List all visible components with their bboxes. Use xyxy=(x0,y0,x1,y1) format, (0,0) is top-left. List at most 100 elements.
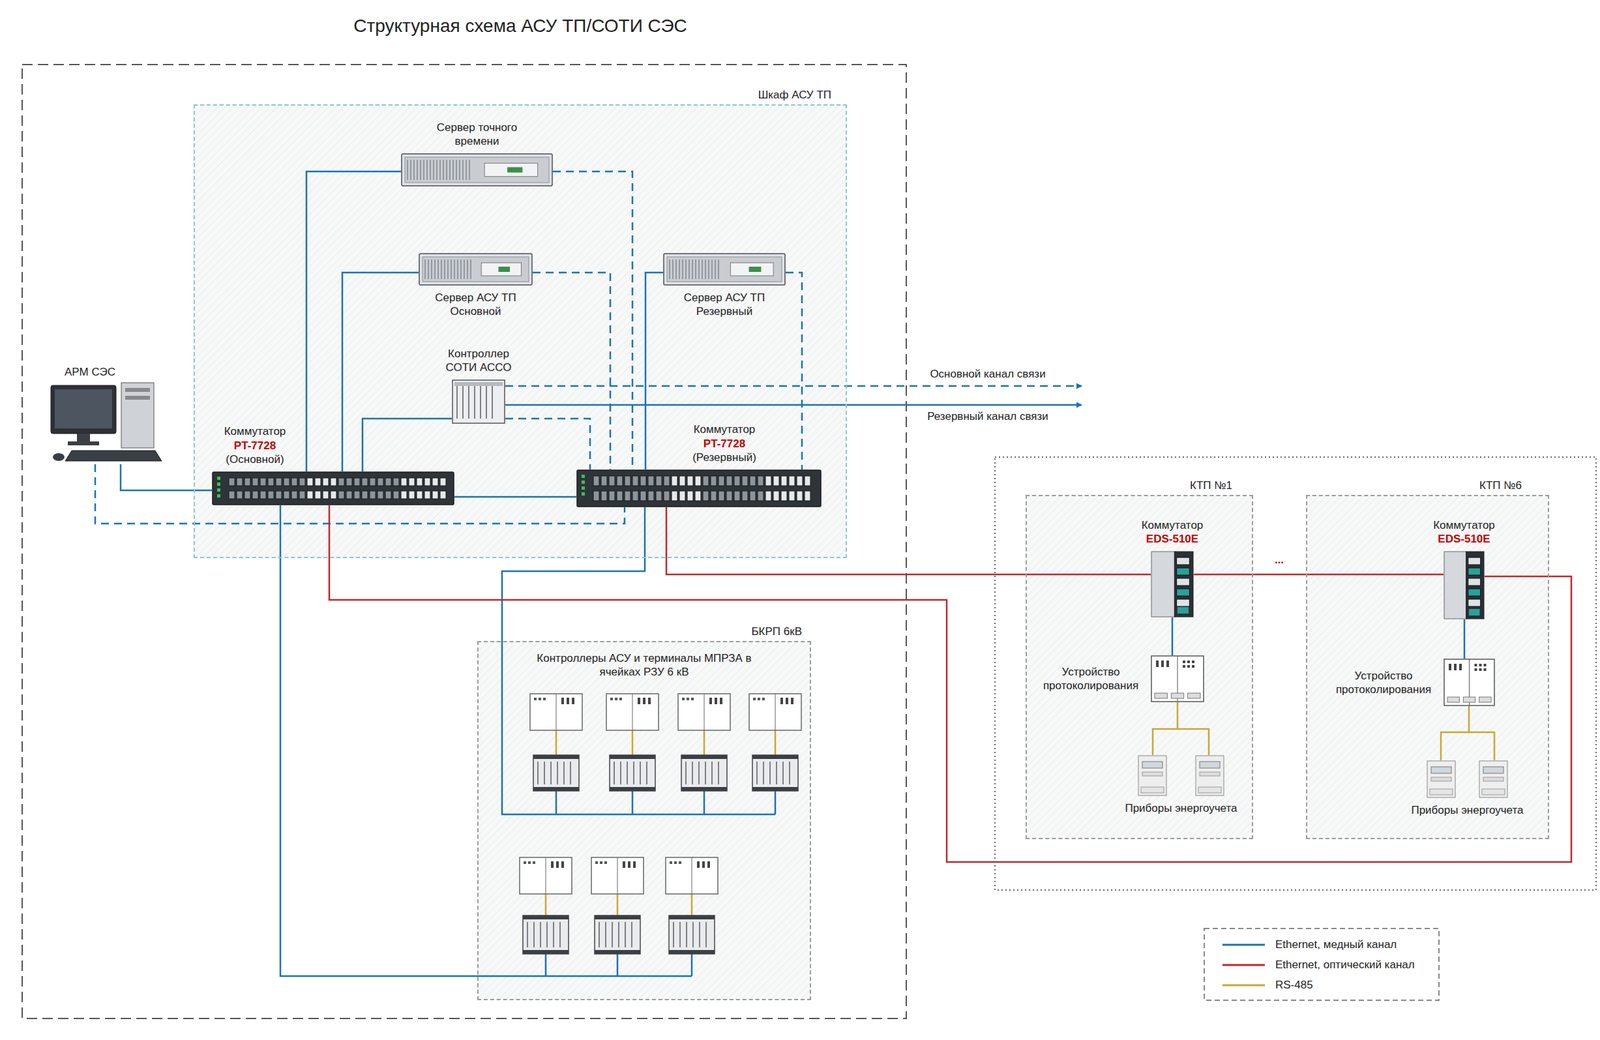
connector xyxy=(552,171,633,470)
terminal-led xyxy=(696,861,700,868)
controller-card xyxy=(631,921,633,948)
terminal-led xyxy=(790,697,794,705)
bkrp-ground xyxy=(477,640,812,1001)
rs485-branch xyxy=(1177,728,1209,756)
logger-device: Устройство протоколирования xyxy=(1150,655,1205,703)
terminal-divider xyxy=(632,693,634,731)
terminal-led xyxy=(561,697,564,705)
controller-card xyxy=(626,761,628,785)
switch-device: КоммутаторPT-7728(Резервный) xyxy=(576,469,822,508)
terminal-led xyxy=(714,697,718,705)
legend-frame xyxy=(1204,928,1439,1001)
text-group: Устройство протоколирования xyxy=(1038,665,1143,694)
controller-card xyxy=(526,921,529,948)
connector xyxy=(666,507,1151,575)
switch-drawing xyxy=(211,471,455,506)
controller-card xyxy=(762,761,765,785)
controller-card xyxy=(698,761,700,785)
terminal-divider xyxy=(556,693,557,731)
node-text: Коммутатор xyxy=(1129,518,1215,533)
controller-symbol xyxy=(681,755,727,791)
controller-card xyxy=(550,761,552,785)
ethernet-link xyxy=(616,953,619,977)
text-group: Контроллер СОТИ АССО xyxy=(439,346,518,375)
node-text: Приборы энергоучета xyxy=(1116,801,1247,815)
controller-device: Контроллер СОТИ АССО xyxy=(451,379,506,424)
ctrl-drawing xyxy=(451,379,506,424)
controller-card xyxy=(685,921,688,948)
logger-drawing xyxy=(1150,655,1205,703)
terminal-led xyxy=(610,697,613,701)
controller-rail xyxy=(681,755,727,759)
bkrp-chain-top xyxy=(502,640,776,815)
switch-device: КоммутаторEDS-510E xyxy=(1150,550,1194,618)
legend-text: RS-485 xyxy=(1273,977,1316,992)
terminal-led xyxy=(753,697,756,701)
node-text: EDS-510E xyxy=(1129,532,1215,546)
terminal-led xyxy=(780,697,784,705)
controller-card xyxy=(756,761,758,785)
node-text: Шкаф АСУ ТП xyxy=(758,88,832,102)
node-text: Приборы энергоучета xyxy=(1402,803,1533,817)
controller-card xyxy=(788,761,791,785)
terminal-divider xyxy=(617,857,619,894)
controller-symbol xyxy=(609,755,656,791)
ktp-box: КТП №6КоммутаторEDS-510EУстройство прото… xyxy=(1305,494,1550,840)
ethernet-link xyxy=(774,790,777,815)
bkrp-chain-bottom xyxy=(477,975,692,978)
controller-rail xyxy=(752,786,799,791)
controller-card xyxy=(672,921,675,948)
node-text: PT-7728 xyxy=(206,438,304,453)
rs485-link xyxy=(774,730,777,756)
controller-card xyxy=(679,921,681,948)
controller-card xyxy=(563,761,565,785)
node-text: КТП №6 xyxy=(1479,478,1522,493)
controller-rail xyxy=(533,755,579,759)
ktp-frame xyxy=(994,457,1597,890)
pc-drawing xyxy=(45,382,163,465)
text-group: Сервер точного времени xyxy=(428,120,527,149)
ethernet-link xyxy=(691,953,694,977)
connector xyxy=(532,272,611,470)
ethernet-link xyxy=(631,790,634,815)
text-group: КТП №6 xyxy=(1479,478,1522,493)
terminal-symbol xyxy=(519,857,572,894)
ethernet-link xyxy=(545,953,548,977)
ethernet-link xyxy=(555,790,558,815)
connector xyxy=(454,496,577,499)
ktp6-ground xyxy=(1305,494,1550,840)
controller-rail xyxy=(522,949,569,954)
node-text: (Основной) xyxy=(206,452,304,467)
rs485-link xyxy=(691,893,694,916)
node-text: Контроллер СОТИ АССО xyxy=(439,346,518,375)
terminal-led xyxy=(686,697,690,701)
connector xyxy=(1440,706,1469,761)
terminal-led xyxy=(571,697,575,705)
connector xyxy=(1171,617,1174,656)
rs485-link xyxy=(545,893,548,916)
node-text: БКРП 6кВ xyxy=(751,624,802,639)
cabinet-box: Шкаф АСУ ТПСервер точного времениСервер … xyxy=(193,104,847,559)
legend-line-sample xyxy=(1222,944,1265,947)
controller-symbol xyxy=(594,915,641,954)
terminal-symbol xyxy=(678,693,731,731)
controller-card xyxy=(775,761,778,785)
terminal-led xyxy=(702,861,705,868)
connector xyxy=(1152,702,1178,756)
controller-card xyxy=(613,761,615,785)
connector xyxy=(785,272,802,470)
text-group: КоммутаторEDS-510E xyxy=(1422,518,1507,547)
controller-rail xyxy=(522,915,569,920)
connector xyxy=(280,505,478,977)
terminal-led xyxy=(532,861,536,864)
server-device: Сервер АСУ ТП Резервный xyxy=(663,252,786,286)
controller-symbol xyxy=(668,915,715,954)
text-group: Сервер АСУ ТП Основной xyxy=(427,290,525,319)
bkrp-devices xyxy=(519,693,802,977)
controller-symbol xyxy=(533,755,579,791)
controller-card xyxy=(543,761,546,785)
switch-device: КоммутаторEDS-510E xyxy=(1443,550,1485,620)
text-group: Сервер АСУ ТП Резервный xyxy=(675,290,774,319)
controller-symbol xyxy=(752,755,799,791)
